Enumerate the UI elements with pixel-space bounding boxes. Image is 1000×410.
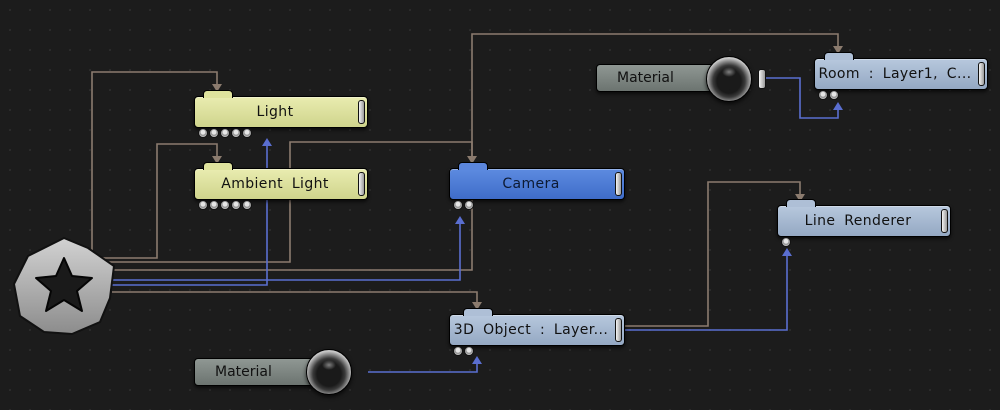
socket-icon[interactable] [242, 200, 252, 210]
wire-root-to-camera-port [112, 218, 461, 281]
sphere-icon[interactable] [706, 56, 752, 102]
grip-handle-icon[interactable] [615, 318, 622, 342]
socket-icon[interactable] [231, 128, 241, 138]
3d-object-input-tab[interactable] [463, 308, 493, 316]
light-node[interactable]: Light [194, 90, 368, 138]
socket-icon[interactable] [829, 90, 839, 100]
socket-icon[interactable] [198, 200, 208, 210]
arrow-ambient [212, 156, 222, 164]
arrow-3d-object-port [472, 356, 482, 364]
3d-object-node-label: 3D Object : Layer... [453, 322, 609, 338]
sphere-highlight [722, 67, 736, 77]
ambient-light-input-tab[interactable] [203, 162, 233, 170]
socket-icon[interactable] [464, 200, 474, 210]
arrow-camera-port [455, 216, 465, 224]
socket-icon[interactable] [781, 237, 791, 247]
socket-icon[interactable] [453, 346, 463, 356]
room-input-tab[interactable] [824, 52, 854, 60]
camera-input-tab[interactable] [458, 162, 488, 170]
wire-root-to-ambient [100, 143, 218, 259]
arrow-3d-object [472, 302, 482, 310]
material-node-bottom[interactable]: Material [194, 358, 328, 386]
light-node-label: Light [256, 104, 294, 120]
room-ports [818, 90, 839, 100]
socket-icon[interactable] [198, 128, 208, 138]
camera-ports [453, 200, 474, 210]
arrow-line-renderer-port [782, 248, 792, 256]
sphere-icon[interactable] [306, 349, 352, 395]
line-renderer-node[interactable]: Line Renderer [777, 199, 951, 247]
socket-icon[interactable] [818, 90, 828, 100]
arrow-line-renderer [795, 194, 805, 202]
wire-root-to-room [100, 33, 839, 271]
socket-icon[interactable] [220, 200, 230, 210]
grip-handle-icon[interactable] [358, 100, 365, 124]
camera-node-label: Camera [502, 176, 560, 192]
wire-root-to-3d-object [112, 291, 478, 306]
ambient-light-node-label: Ambient Light [221, 176, 329, 192]
light-ports [198, 128, 252, 138]
socket-icon[interactable] [209, 200, 219, 210]
line-renderer-input-tab[interactable] [786, 199, 816, 207]
room-node-label: Room : Layer1, C... [818, 66, 972, 82]
wire-root-to-light [91, 71, 218, 258]
socket-icon[interactable] [464, 346, 474, 356]
material-bottom-label: Material [215, 364, 272, 380]
arrow-light-port [262, 138, 272, 146]
sphere-highlight [322, 360, 336, 370]
socket-icon[interactable] [231, 200, 241, 210]
material-top-label: Material [617, 70, 674, 86]
wire-root-to-light-port [112, 140, 268, 286]
socket-icon[interactable] [209, 128, 219, 138]
grip-handle-icon[interactable] [758, 69, 766, 89]
star-gear-icon[interactable] [10, 236, 118, 336]
socket-icon[interactable] [453, 200, 463, 210]
line-renderer-ports [781, 237, 791, 247]
wire-root-to-camera [100, 141, 473, 263]
ambient-light-ports [198, 200, 252, 210]
arrow-room-port [833, 102, 843, 110]
grip-handle-icon[interactable] [941, 209, 948, 233]
grip-handle-icon[interactable] [978, 62, 985, 86]
room-node[interactable]: Room : Layer1, C... [814, 52, 988, 100]
wire-3d-object-to-line-renderer [620, 181, 801, 327]
socket-icon[interactable] [242, 128, 252, 138]
line-renderer-node-label: Line Renderer [804, 213, 912, 229]
socket-icon[interactable] [220, 128, 230, 138]
3d-object-node[interactable]: 3D Object : Layer... [449, 308, 625, 356]
arrow-light [212, 84, 222, 92]
grip-handle-icon[interactable] [615, 172, 622, 196]
light-input-tab[interactable] [203, 90, 233, 98]
grip-handle-icon[interactable] [358, 172, 365, 196]
arrow-room [833, 46, 843, 54]
wire-3d-object-to-line-renderer-port [620, 250, 788, 331]
wire-material-to-3d-object-port [368, 358, 478, 373]
camera-node[interactable]: Camera [449, 162, 625, 210]
wire-material-to-room-port [766, 77, 839, 119]
ambient-light-node[interactable]: Ambient Light [194, 162, 368, 210]
3d-object-ports [453, 346, 474, 356]
